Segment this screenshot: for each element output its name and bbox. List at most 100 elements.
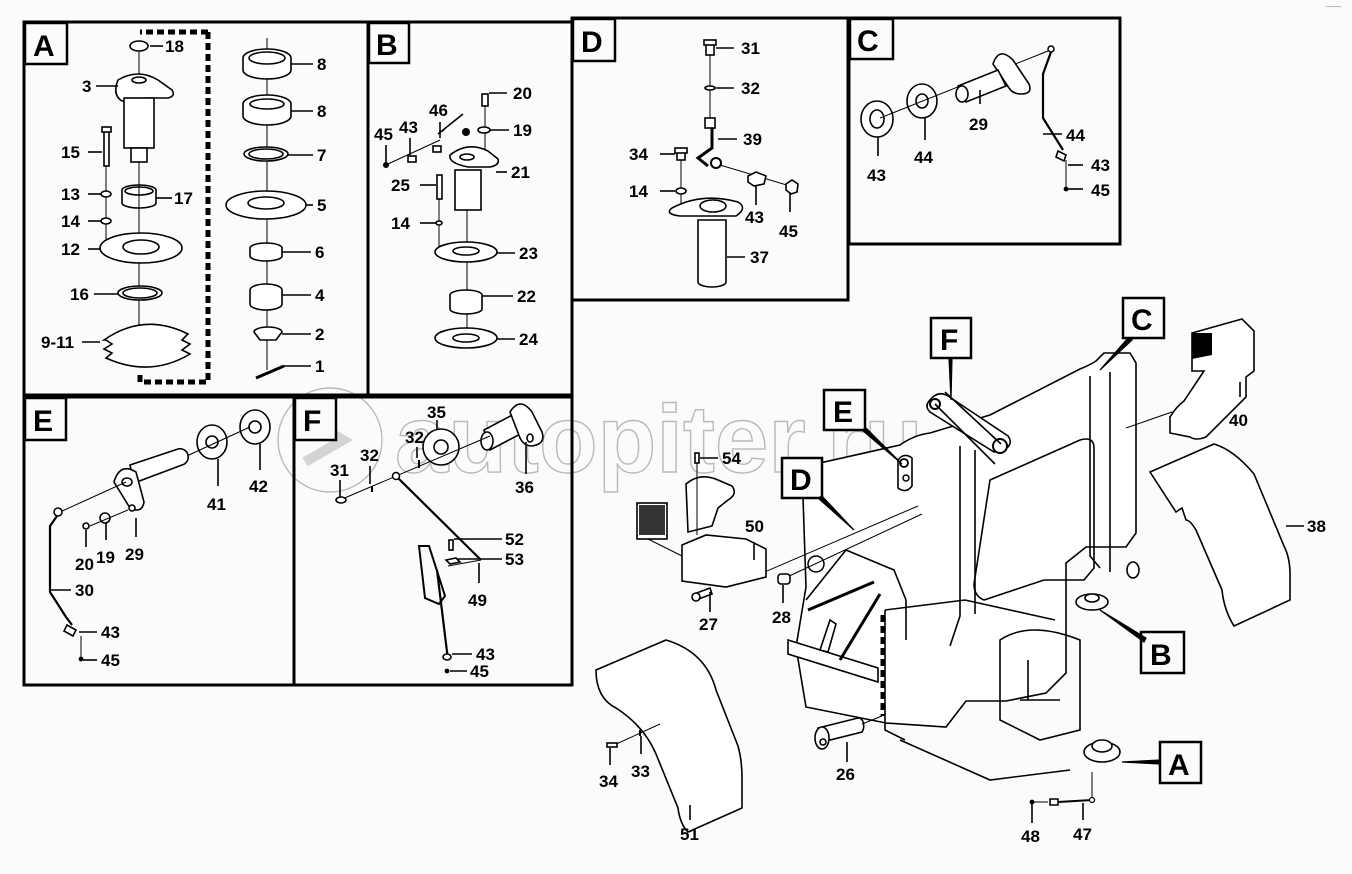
callout: 46 [429,101,448,120]
callout: 29 [125,545,144,564]
callout: 13 [61,185,80,204]
callout: 15 [61,143,80,162]
callout: 32 [405,428,424,447]
callout: 33 [631,762,650,781]
bolt-20 [481,93,489,107]
callout: 28 [772,608,791,627]
panel-a: A [22,20,370,397]
callout: 41 [207,495,226,514]
callout: 44 [1066,126,1085,145]
callout: 19 [96,548,115,567]
callout: 7 [317,146,326,165]
cotter-pin-1 [255,364,285,380]
bushing-22 [449,289,483,315]
panel-e-tag-box [23,396,68,442]
callout: 21 [511,163,530,182]
callout: 45 [101,651,120,670]
callout: 12 [61,240,80,259]
callout: 14 [629,182,648,201]
callout: 2 [315,325,324,344]
pin-29 [992,53,1031,95]
panel-d-tag: D [581,26,603,59]
callout: 5 [317,196,326,215]
main-frame-assembly: F C E D B A 40 38 [595,296,1326,846]
panel-b: B 20 46 45 43 19 [366,20,574,397]
callout: 47 [1073,825,1092,844]
panel-e-callouts: 41 42 20 19 29 30 43 45 [50,444,268,670]
nut-2 [253,326,283,341]
panel-b-tag-box [367,21,411,65]
panel-d-callouts: 31 32 39 34 14 43 45 37 [629,39,798,267]
panel-d-tag-box [571,17,617,63]
callout: 34 [599,772,618,791]
callout: 31 [330,461,349,480]
race-6 [249,242,283,262]
callout: 51 [680,825,699,844]
callout: 27 [699,615,718,634]
callout: 25 [391,176,410,195]
frame-body [795,352,1137,728]
callout: 30 [75,581,94,600]
king-pin-part [114,40,175,163]
callout: 45 [374,125,393,144]
callout: 8 [317,55,326,74]
callout: 20 [513,84,532,103]
callout: 43 [745,208,764,227]
main-tag-e: E [833,396,853,429]
callout: 4 [315,286,325,305]
callout: 45 [779,222,798,241]
callout: 8 [317,102,326,121]
main-tag-box-d [780,456,824,500]
callout: 18 [165,37,184,56]
panel-a-callouts: 18 3 15 13 17 14 12 16 9-11 8 8 7 5 [41,37,326,376]
main-tag-box-e [822,388,867,432]
callout: 45 [470,662,489,681]
callout: 14 [391,214,410,233]
callout: 52 [505,530,524,549]
callout: 16 [70,285,89,304]
main-tag-box-b [1139,630,1186,675]
callout: 45 [1091,181,1110,200]
callout: 22 [517,287,536,306]
pin-29 [129,447,190,485]
panel-c: C 29 44 43 44 43 45 [847,16,1122,246]
assembly-bracket [137,29,211,385]
main-tag-box-f [929,316,973,360]
callout: 19 [513,121,532,140]
callout: 43 [1091,156,1110,175]
main-tag-d: D [790,464,812,497]
callout: 26 [836,765,855,784]
panel-e-tag: E [33,405,53,438]
callout: 6 [315,243,324,262]
callout: 32 [741,79,760,98]
callout: 35 [427,403,446,422]
fender-38 [1148,443,1291,628]
main-tag-f: F [940,324,958,357]
callout: 32 [360,446,379,465]
main-tag-box-c [1121,296,1166,340]
bolt-15 [101,126,112,167]
shims-9-11 [101,323,192,368]
panel-b-callouts: 20 46 45 43 19 21 25 14 23 22 24 [374,84,538,349]
callout: 40 [1229,411,1248,430]
callout: 48 [1021,827,1040,846]
callout: 43 [867,166,886,185]
callout: 36 [515,478,534,497]
panel-c-tag: C [857,25,879,58]
panel-e: E 41 42 20 19 29 30 [22,395,296,687]
hood-bracket-50 [681,534,767,588]
callout: 9-11 [41,333,74,352]
callout: 38 [1307,517,1326,536]
callout: 42 [249,477,268,496]
callout: 39 [743,130,762,149]
callout: 49 [468,591,487,610]
panel-f-callouts: 35 32 31 32 36 52 53 49 43 45 [330,403,534,681]
callout: 17 [174,189,193,208]
callout: 34 [629,145,648,164]
panel-c-frame [847,16,1122,246]
callout: 37 [750,248,769,267]
main-tag-a: A [1168,749,1190,782]
bracket-40 [1169,318,1255,440]
callout: 3 [82,77,91,96]
